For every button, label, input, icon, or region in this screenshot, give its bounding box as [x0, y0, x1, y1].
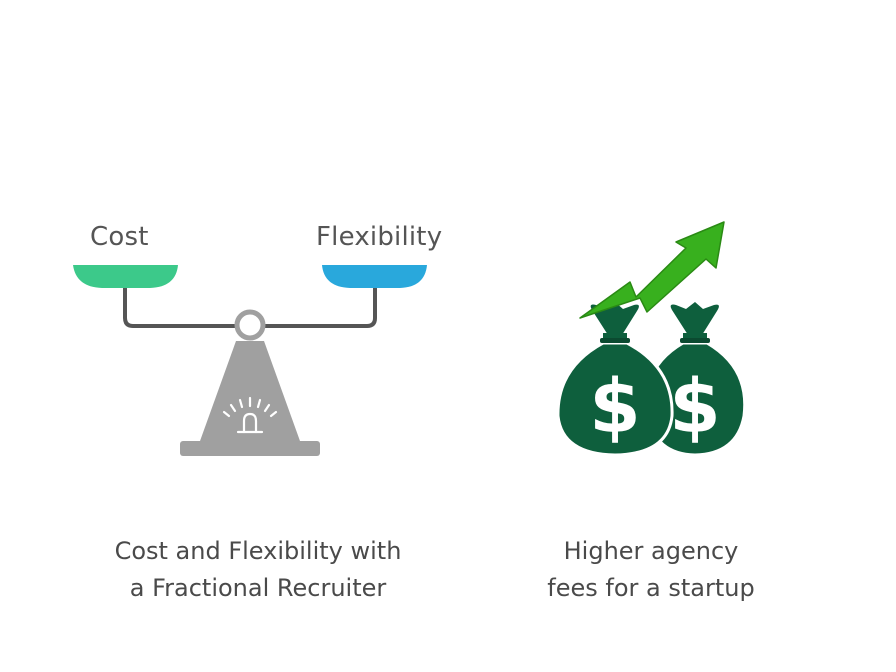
money-bag-left	[556, 302, 674, 457]
scale-stand	[200, 341, 300, 441]
scale-indicator	[222, 396, 278, 434]
bag-tie-right	[680, 338, 710, 343]
scale-caption-line1: Cost and Flexibility with	[114, 537, 402, 565]
balance-scale-icon	[73, 265, 427, 456]
money-caption-line2: fees for a startup	[547, 574, 755, 602]
rising-arrow-icon	[579, 221, 725, 319]
money-caption: Higher agency fees for a startup	[500, 533, 802, 607]
scale-caption-line2: a Fractional Recruiter	[129, 574, 387, 602]
money-caption-line1: Higher agency	[563, 537, 739, 565]
flexibility-label: Flexibility	[316, 222, 443, 252]
cost-label: Cost	[90, 222, 149, 252]
scale-pivot	[234, 309, 266, 341]
right-pan	[322, 265, 427, 288]
dollar-sign-left: $	[589, 364, 641, 450]
money-bags-icon: $ $	[556, 221, 747, 457]
bag-tie-left	[600, 338, 630, 343]
left-pan	[73, 265, 178, 288]
scale-caption: Cost and Flexibility with a Fractional R…	[58, 533, 458, 607]
scale-base	[180, 441, 320, 456]
dollar-sign-right: $	[669, 364, 721, 450]
